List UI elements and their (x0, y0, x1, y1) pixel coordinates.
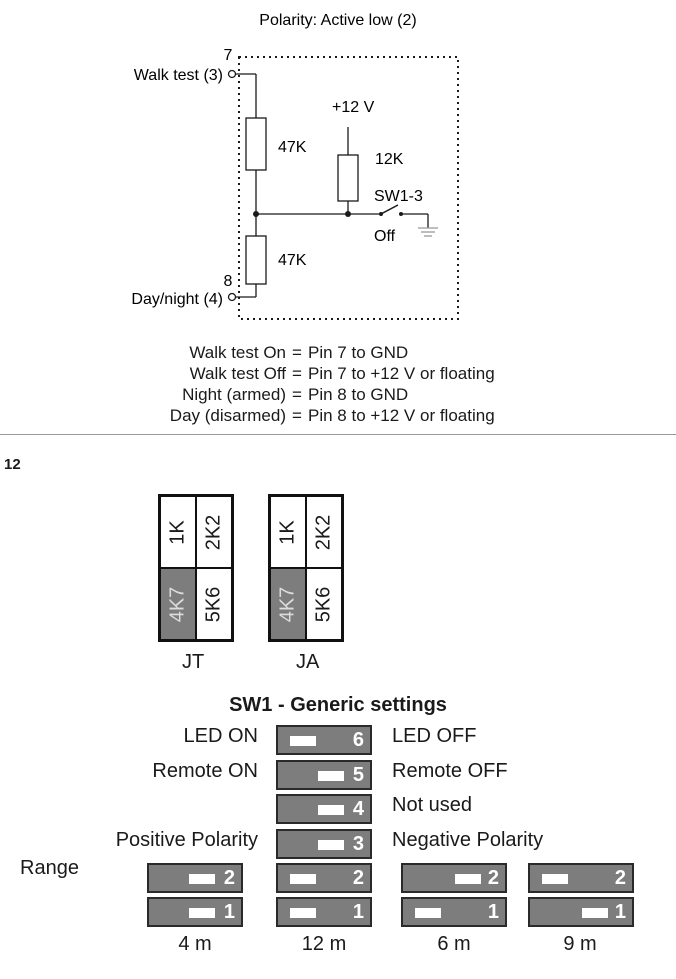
range-12m-switch-2: 2 (276, 863, 372, 893)
range-label: Range (20, 857, 79, 879)
junction-node-right (345, 211, 351, 217)
switch-knob (318, 805, 344, 815)
range-4m-label: 4 m (178, 933, 212, 955)
jumper-cell-selected: 4K7 (160, 568, 196, 640)
switch-blade (380, 204, 399, 215)
range-4m-switch-1: 1 (147, 897, 243, 927)
sw3-right-label: Negative Polarity (392, 829, 544, 851)
jumper-cell: 5K6 (306, 568, 342, 640)
truth-table: Walk test On = Pin 7 to GND Walk test Of… (90, 342, 495, 426)
supply-label: +12 V (332, 99, 375, 116)
resistor-pullup (337, 154, 359, 202)
range-9m-label: 9 m (563, 933, 597, 955)
switch-label: SW1-3 (374, 188, 423, 205)
switch-knob (318, 771, 344, 781)
ground-icon (401, 213, 438, 237)
equation-row: Walk test Off = Pin 7 to +12 V or floati… (189, 364, 495, 383)
sw4-right-label: Not used (392, 794, 473, 816)
pin8-number: 8 (224, 273, 233, 290)
sw5-right-label: Remote OFF (392, 760, 508, 782)
equation-row: Day (disarmed) = Pin 8 to +12 V or float… (169, 406, 495, 425)
resistor-top (245, 117, 267, 171)
dip-switch-5: 5 (276, 760, 372, 790)
resistor-bottom (245, 235, 267, 285)
dip-switch-4: 4 (276, 794, 372, 824)
jumper-label-ja: JA (296, 651, 320, 673)
range-6m-switch-1: 1 (401, 897, 507, 927)
switch-state-label: Off (374, 228, 396, 245)
range-9m-switch-1: 1 (528, 897, 634, 927)
jumper-cell-selected: 4K7 (270, 568, 306, 640)
resistor-pullup-label: 12K (375, 151, 404, 168)
jumper-cell: 2K2 (196, 496, 232, 568)
range-12m-switch-1: 1 (276, 897, 372, 927)
sw5-left-label: Remote ON (152, 760, 258, 782)
equation-row: Night (armed) = Pin 8 to GND (182, 385, 409, 404)
walk-test-label: Walk test (3) (134, 67, 223, 84)
range-9m-switch-2: 2 (528, 863, 634, 893)
sw6-right-label: LED OFF (392, 725, 477, 747)
resistor-bottom-label: 47K (278, 252, 307, 269)
jumper-cell: 1K (270, 496, 306, 568)
dip-switch-6: 6 (276, 725, 372, 755)
section-divider (0, 434, 676, 435)
jumper-cell: 5K6 (196, 568, 232, 640)
day-night-label: Day/night (4) (131, 291, 223, 308)
dip-switch-3: 3 (276, 829, 372, 859)
pin7-terminal (227, 69, 237, 79)
sw6-left-label: LED ON (183, 725, 258, 747)
jumper-cell: 2K2 (306, 496, 342, 568)
jumper-cell: 1K (160, 496, 196, 568)
range-4m-switch-2: 2 (147, 863, 243, 893)
sw1-title: SW1 - Generic settings (229, 694, 447, 716)
jumper-label-jt: JT (182, 651, 205, 673)
range-12m-label: 12 m (301, 933, 347, 955)
circuit-diagram: Polarity: Active low (2) 7 Walk test (3)… (131, 12, 459, 320)
section-label: 12 (4, 456, 21, 473)
jumper-block-ja: 1K 2K2 4K7 5K6 (268, 494, 344, 642)
resistor-top-label: 47K (278, 139, 307, 156)
range-6m-label: 6 m (437, 933, 471, 955)
sw3-left-label: Positive Polarity (115, 829, 258, 851)
pin7-number: 7 (224, 47, 233, 64)
equation-row: Walk test On = Pin 7 to GND (189, 343, 409, 362)
range-6m-switch-2: 2 (401, 863, 507, 893)
polarity-title: Polarity: Active low (2) (259, 12, 416, 29)
switch-knob (290, 736, 316, 746)
jumper-block-jt: 1K 2K2 4K7 5K6 (158, 494, 234, 642)
enclosure-dotted (238, 56, 459, 320)
pin8-terminal (227, 292, 237, 302)
switch-knob (318, 840, 344, 850)
